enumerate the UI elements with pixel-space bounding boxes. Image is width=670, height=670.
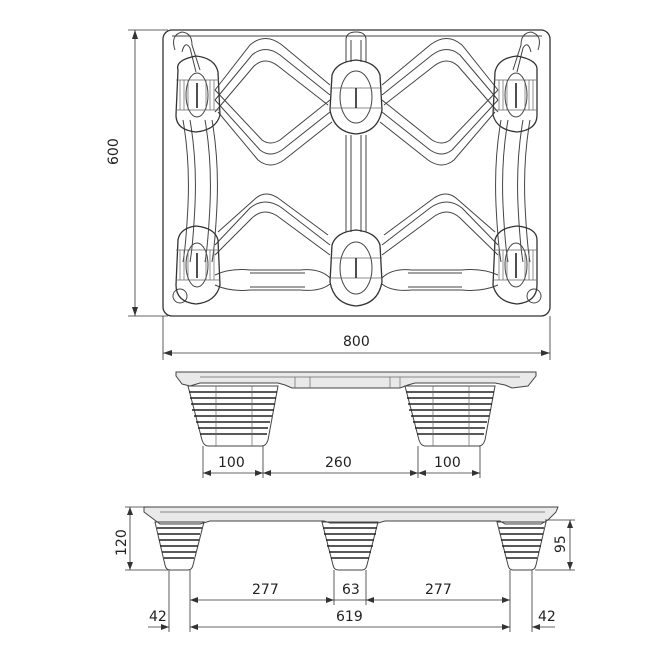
label-side-outer-right-42: 42 — [538, 609, 556, 625]
label-width-800: 800 — [343, 334, 370, 350]
dimension-total-height-120 — [125, 506, 168, 571]
block-bottom-left — [175, 225, 221, 305]
top-view — [128, 29, 551, 360]
front-view — [175, 371, 537, 478]
front-leg-left — [187, 385, 279, 447]
label-side-gap-right-277: 277 — [425, 582, 452, 598]
label-front-leg-left-100: 100 — [218, 455, 245, 471]
side-leg-right — [496, 521, 547, 571]
dimension-leg-spacing — [190, 597, 510, 603]
block-top-left — [175, 55, 221, 133]
label-side-total-height-120: 120 — [114, 529, 130, 556]
dimension-leg-height-95 — [535, 519, 575, 571]
label-side-leg-height-95: 95 — [553, 535, 569, 553]
block-top-center — [329, 59, 383, 135]
block-bottom-center — [329, 229, 383, 307]
block-bottom-right — [492, 225, 538, 305]
side-view — [125, 506, 575, 632]
label-side-outer-left-42: 42 — [149, 609, 167, 625]
side-leg-center — [321, 521, 379, 571]
front-leg-right — [404, 385, 496, 447]
dimension-height-600 — [128, 29, 168, 317]
label-height-600: 600 — [106, 138, 122, 165]
label-side-gap-left-277: 277 — [252, 582, 279, 598]
label-front-leg-right-100: 100 — [434, 455, 461, 471]
block-top-right — [492, 55, 538, 133]
label-front-gap-260: 260 — [325, 455, 352, 471]
dimension-front-legs — [202, 446, 481, 478]
label-side-center-leg-63: 63 — [342, 582, 360, 598]
dimension-width-800 — [162, 316, 551, 360]
side-leg-left — [154, 521, 205, 571]
label-side-span-619: 619 — [336, 609, 363, 625]
dimension-overall-span — [148, 624, 555, 630]
